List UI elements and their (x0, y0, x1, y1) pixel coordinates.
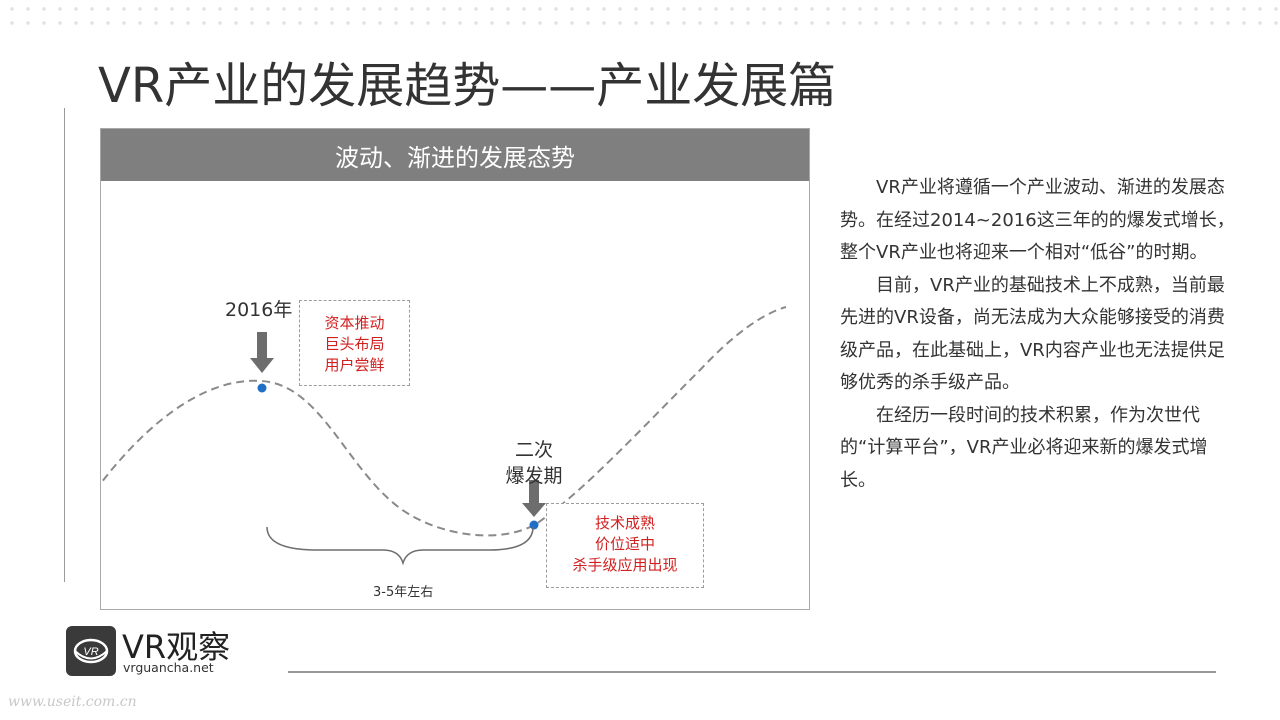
description-paragraph: 在经历一段时间的技术积累，作为次世代的“计算平台”，VR产业必将迎来新的爆发式增… (840, 404, 1208, 491)
trend-curve (101, 306, 787, 537)
description-paragraph: VR产业将遵循一个产业波动、渐进的发展态势。在经过2014~2016这三年的的爆… (840, 177, 1235, 263)
trend-curve-svg (101, 306, 787, 566)
watermark: www.useit.com.cn (8, 694, 137, 710)
footer-divider (288, 671, 1216, 673)
second-marker (529, 520, 539, 530)
peak-year-label: 2016年 (225, 299, 293, 321)
page-title: VR产业的发展趋势——产业发展篇 (98, 58, 837, 114)
logo-url: vrguancha.net (123, 660, 214, 675)
description-paragraph: 目前，VR产业的基础技术上不成熟，当前最先进的VR设备，尚无法成为大众能够接受的… (840, 274, 1225, 394)
peak-note: 资本推动 (324, 314, 385, 332)
second-note: 杀手级应用出现 (572, 556, 678, 574)
trend-diagram: 波动、渐进的发展态势 2016年 资本推动 巨头布局 用户尝鲜 二次 爆发期 技… (100, 128, 810, 610)
top-dot-pattern (0, 0, 1280, 26)
period-label: 3-5年左右 (373, 585, 434, 600)
period-brace (266, 526, 534, 566)
left-divider (64, 108, 65, 582)
vr-logo-icon: VR (66, 626, 116, 676)
second-note: 价位适中 (594, 535, 655, 553)
second-burst-line: 二次 (514, 439, 553, 461)
peak-note: 用户尝鲜 (324, 356, 385, 374)
second-burst-line: 爆发期 (505, 465, 563, 487)
down-arrow-second (522, 480, 546, 517)
diagram-header: 波动、渐进的发展态势 (101, 129, 809, 181)
peak-note: 巨头布局 (324, 335, 385, 353)
peak-notes-box: 资本推动 巨头布局 用户尝鲜 (299, 300, 410, 386)
down-arrow-2016 (250, 332, 274, 373)
second-notes-box: 技术成熟 价位适中 杀手级应用出现 (546, 503, 704, 588)
svg-text:VR: VR (83, 646, 98, 658)
vr-guancha-logo: VR VR观察 vrguancha.net (66, 624, 246, 678)
second-burst-label: 二次 爆发期 (495, 437, 573, 489)
second-note: 技术成熟 (594, 514, 655, 532)
peak-marker (257, 383, 267, 393)
description-text: VR产业将遵循一个产业波动、渐进的发展态势。在经过2014~2016这三年的的爆… (840, 172, 1240, 497)
logo-name: VR观察 (122, 628, 231, 666)
